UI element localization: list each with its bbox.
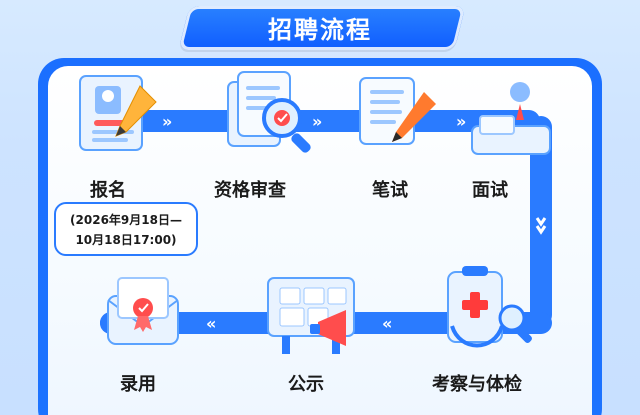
step-label-interview: 面试 — [472, 180, 508, 201]
chevron-down-icon — [535, 217, 547, 227]
chevrons-left: « « — [206, 314, 392, 333]
resume-icon — [79, 75, 157, 151]
step-label-register: 报名 — [90, 180, 126, 201]
document-search-icon — [227, 71, 311, 153]
medical-check-icon — [447, 266, 532, 348]
registration-date-box: (2026年9月18日— 10月18日17:00) — [54, 202, 198, 256]
chevrons-top: » » » — [162, 112, 466, 131]
registration-date-line1: (2026年9月18日— — [70, 213, 182, 227]
page-title: 招聘流程 — [268, 16, 372, 44]
step-label-written-test: 笔试 — [372, 180, 408, 201]
chevrons-down — [535, 217, 547, 235]
chevron-left-icon: « — [382, 314, 392, 333]
registration-date-line2: 10月18日17:00) — [75, 233, 177, 247]
interview-icon — [471, 82, 551, 155]
chevron-right-icon: » — [456, 112, 466, 131]
chevron-right-icon: » — [312, 112, 322, 131]
step-label-qualification: 资格审查 — [214, 180, 286, 201]
chevron-left-icon: « — [206, 314, 216, 333]
offer-envelope-icon — [107, 277, 179, 345]
paper-pencil-icon — [359, 77, 436, 145]
step-label-publicity: 公示 — [288, 374, 324, 395]
step-label-inspection-medical: 考察与体检 — [432, 374, 522, 395]
notice-board-icon — [267, 277, 355, 354]
chevron-right-icon: » — [162, 112, 172, 131]
step-label-hire: 录用 — [120, 374, 156, 395]
chevron-down-icon — [535, 225, 547, 235]
